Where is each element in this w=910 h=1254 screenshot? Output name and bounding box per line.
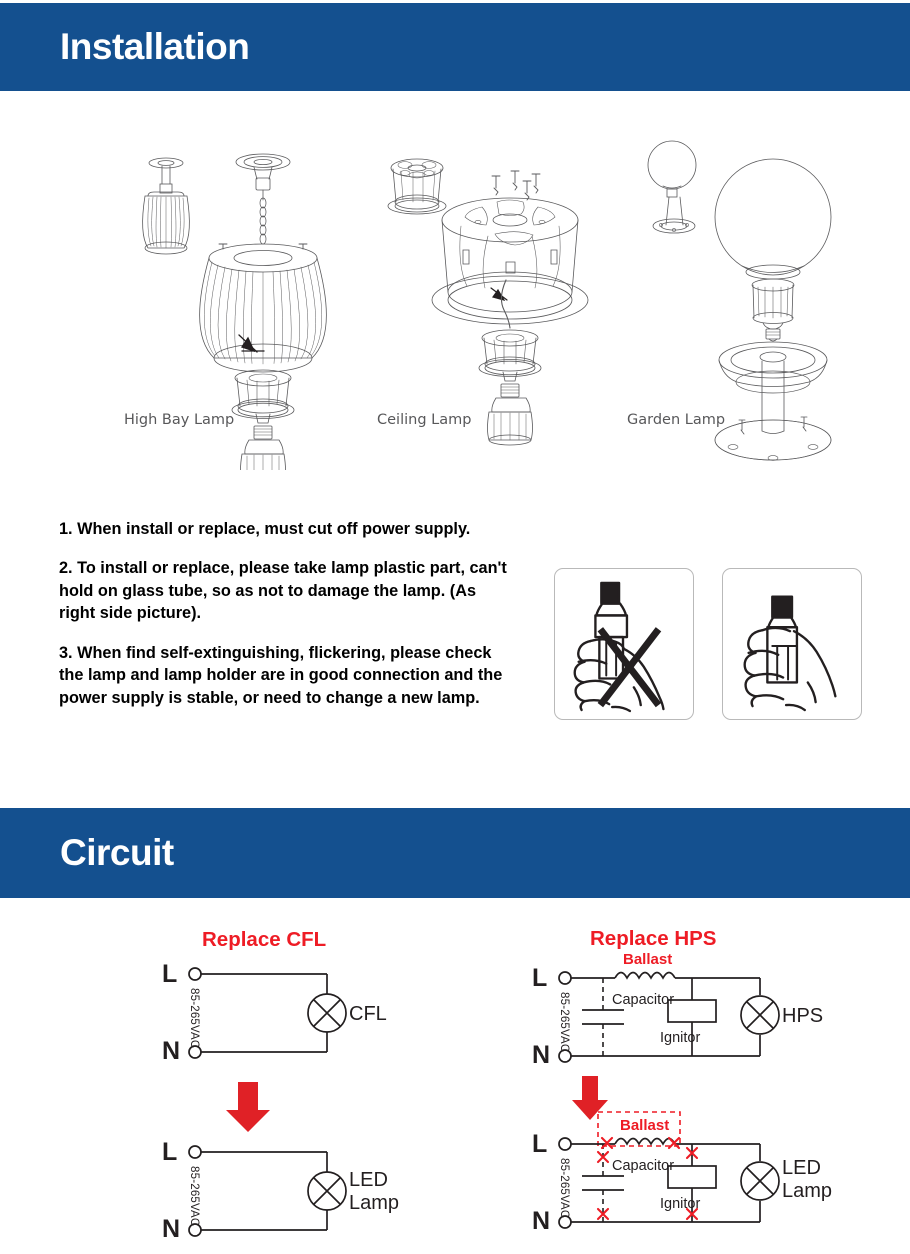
circuit-hps-after: L N 85-265VAC Ballast Capacitor <box>532 1111 832 1235</box>
lamp-label-hps: HPS <box>782 1005 823 1027</box>
component-label-capacitor: Capacitor <box>612 1158 674 1174</box>
ceiling-lamp-illustration <box>375 140 605 470</box>
terminal-label-L: L <box>162 960 177 988</box>
terminal-label-L: L <box>532 964 547 992</box>
high-bay-lamp-illustration <box>120 140 365 488</box>
component-label-ballast: Ballast <box>623 952 672 968</box>
lamp-label-led-line1: LED <box>782 1157 821 1179</box>
supply-voltage-label: 85-265VAC <box>188 988 200 1048</box>
component-label-capacitor: Capacitor <box>612 992 674 1008</box>
lamp-label-led-line2: Lamp <box>349 1192 399 1214</box>
lamp-caption-garden: Garden Lamp <box>627 412 726 428</box>
transition-arrow-cfl <box>226 1082 270 1132</box>
instruction-item-3: 3. When find self-extinguishing, flicker… <box>59 643 503 707</box>
terminal-label-N: N <box>532 1041 550 1069</box>
section-title-circuit: Circuit <box>60 832 174 873</box>
supply-voltage-label: 85-265VAC <box>558 992 570 1052</box>
lamp-label-led-line2: Lamp <box>782 1180 832 1202</box>
instruction-item-2: 2. To install or replace, please take la… <box>59 559 507 623</box>
component-label-ignitor: Ignitor <box>660 1196 700 1212</box>
terminal-label-N: N <box>162 1215 180 1243</box>
section-title-installation: Installation <box>60 26 250 67</box>
lamp-label-led-line1: LED <box>349 1169 388 1191</box>
component-label-ignitor: Ignitor <box>660 1030 700 1046</box>
installation-instructions: 1. When install or replace, must cut off… <box>59 518 514 709</box>
circuit-cfl-before: L N 85-265VAC CFL <box>162 960 387 1065</box>
circuit-hps-before: L N 85-265VAC Ballast Capacitor <box>532 952 823 1069</box>
hand-grip-correct-illustration <box>722 568 862 720</box>
circuit-heading-replace-cfl: Replace CFL <box>202 928 327 951</box>
section-banner-installation: Installation <box>0 3 910 91</box>
lamp-label-cfl: CFL <box>349 1003 387 1025</box>
section-banner-circuit: Circuit <box>0 808 910 898</box>
circuit-heading-replace-hps: Replace HPS <box>590 927 717 950</box>
terminal-label-L: L <box>532 1130 547 1158</box>
lamp-illustrations: High Bay Lamp <box>0 100 910 488</box>
supply-voltage-label: 85-265VAC <box>558 1158 570 1218</box>
component-label-ballast: Ballast <box>620 1117 669 1134</box>
lamp-caption-high-bay: High Bay Lamp <box>124 412 235 428</box>
lamp-caption-ceiling: Ceiling Lamp <box>377 412 472 428</box>
terminal-label-N: N <box>532 1207 550 1235</box>
circuit-cfl-after: L N 85-265VAC LED Lamp <box>162 1138 399 1243</box>
terminal-label-N: N <box>162 1037 180 1065</box>
hand-grip-incorrect-illustration <box>554 568 694 720</box>
circuit-diagrams: Replace CFL L N 85-265VAC CFL <box>0 900 910 1254</box>
supply-voltage-label: 85-265VAC <box>188 1166 200 1226</box>
garden-lamp-illustration <box>625 135 865 480</box>
instruction-item-1: 1. When install or replace, must cut off… <box>59 520 471 538</box>
transition-arrow-hps <box>572 1076 608 1120</box>
removal-markers <box>596 1136 699 1221</box>
terminal-label-L: L <box>162 1138 177 1166</box>
